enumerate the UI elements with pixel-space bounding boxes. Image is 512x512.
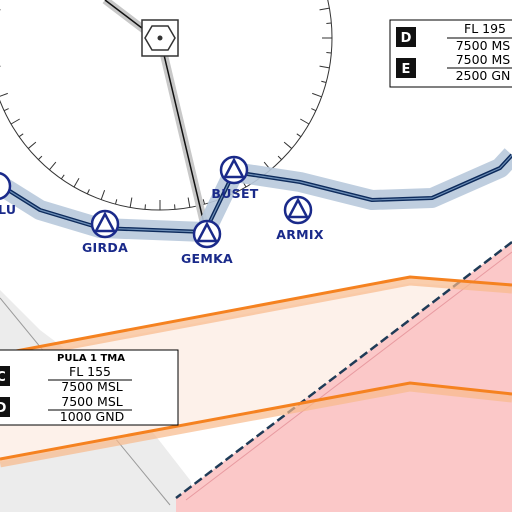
compass-tick [0, 92, 8, 97]
waypoint-label-buset: BUSET [211, 186, 258, 201]
compass-tick [100, 190, 106, 200]
airspace-lower-limit: 7500 MS [456, 38, 511, 53]
waypoint-label-girda: GIRDA [82, 240, 128, 255]
tma-boundary-upper-halo [0, 276, 512, 363]
tma-class-letter: D [0, 401, 7, 416]
tma-lower-limit: 7500 MSL [61, 379, 123, 394]
tma-class-letter: C [0, 370, 6, 385]
airspace-class-letter: E [402, 62, 411, 77]
airspace-info-box-top-right: D FL 195 7500 MS E 7500 MS 2500 GN [389, 19, 512, 88]
compass-tick [277, 155, 282, 160]
compass-tick [319, 65, 330, 69]
airspace-class-badge [396, 58, 416, 78]
tma-boundary-lower-halo [0, 382, 512, 468]
vor-dme-icon[interactable] [141, 19, 179, 57]
compass-tick [27, 141, 37, 149]
tma-title: PULA 1 TMA [57, 353, 125, 364]
tma-class-badge [0, 397, 10, 417]
compass-tick [60, 174, 65, 180]
waypoint-label-partial: LU [0, 202, 16, 217]
waypoint-armix[interactable]: ARMIX [276, 195, 324, 242]
airspace-class-badge [396, 27, 416, 47]
compass-tick [296, 133, 302, 138]
airspace-upper-limit: FL 195 [464, 21, 506, 36]
compass-tick [18, 133, 24, 138]
tma-info-box: PULA 1 TMA C FL 155 7500 MSL D 7500 MSL … [0, 349, 179, 426]
waypoint-label-gemka: GEMKA [181, 251, 233, 266]
compass-tick [129, 197, 133, 208]
waypoint-girda[interactable]: GIRDA [82, 209, 128, 255]
tma-lower-limit: 1000 GND [60, 409, 124, 424]
restricted-area-border-inner [185, 251, 512, 501]
compass-tick [283, 141, 293, 149]
tma-upper-limit: 7500 MSL [61, 394, 123, 409]
restricted-area [176, 242, 512, 512]
tma-boundary-lower [0, 381, 512, 461]
tma-upper-limit: FL 155 [69, 364, 111, 379]
compass-tick [73, 178, 80, 188]
compass-tick [300, 118, 310, 125]
compass-tick [3, 108, 9, 112]
compass-tick [10, 118, 20, 125]
radial-line [159, 37, 207, 233]
compass-tick [312, 92, 322, 98]
waypoint-buset[interactable]: BUSET [211, 155, 258, 201]
airspace-class-letter: D [401, 31, 412, 46]
tma-class-badge [0, 366, 10, 386]
airspace-lower-limit: 2500 GN [456, 68, 511, 83]
compass-tick [115, 199, 118, 205]
compass-tick [321, 80, 327, 83]
compass-tick [86, 189, 90, 195]
compass-tick [202, 199, 205, 205]
waypoint-partial[interactable]: LU [0, 172, 16, 217]
compass-tick [319, 7, 330, 11]
airspace-upper-limit: 7500 MS [456, 52, 511, 67]
compass-tick [49, 161, 57, 171]
compass-tick [38, 155, 43, 160]
tma-boundary-upper [0, 275, 512, 356]
airway-line-inner [0, 154, 512, 233]
compass-tick [187, 197, 191, 208]
compass-tick [311, 108, 317, 112]
waypoint-label-armix: ARMIX [276, 227, 324, 242]
waypoint-gemka[interactable]: GEMKA [181, 219, 233, 266]
